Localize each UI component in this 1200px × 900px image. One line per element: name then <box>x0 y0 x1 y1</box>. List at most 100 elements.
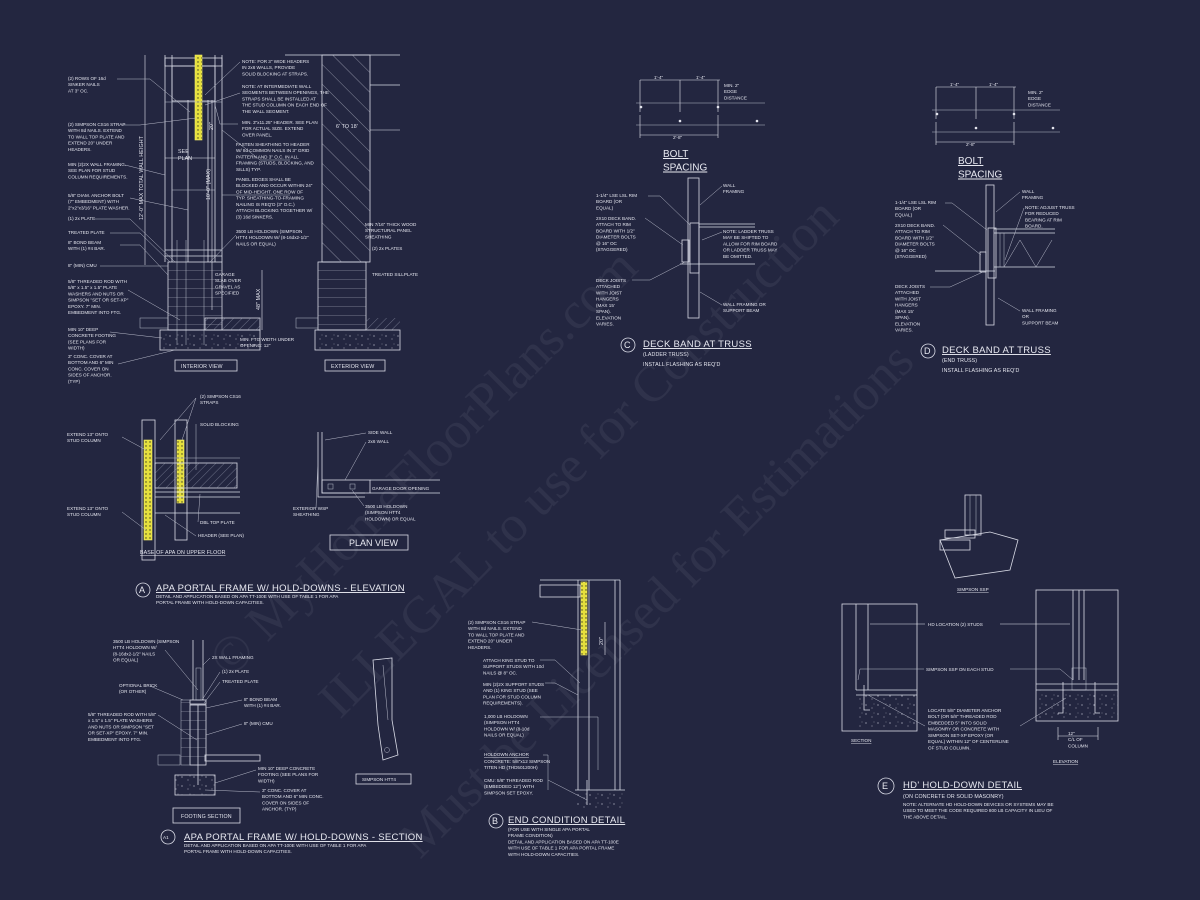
text-line: BEARING AT RIM <box>1025 217 1062 222</box>
text-line: WALL FRAMING <box>1022 308 1057 313</box>
detail-title: DECK BAND AT TRUSS <box>942 345 1051 356</box>
text-line: 2X WALL FRAMING <box>212 655 254 660</box>
text-line: FOR REDUCED <box>1025 211 1059 216</box>
text-line: FRAMING <box>723 189 745 194</box>
text-line: 1-1/4" LSE LSL RIM <box>596 193 637 198</box>
text-line: THE WALL SEGMENT. <box>242 109 289 114</box>
text-line: MIN 7/16" THICK WOOD <box>365 222 417 227</box>
detail-c-title: C DECK BAND AT TRUSS (LADDER TRUSS) INST… <box>620 337 752 368</box>
text-line: BOARD WITH 1/2" <box>596 228 635 233</box>
text-line: FOOTING (SEE PLANS FOR <box>258 772 319 777</box>
exterior-view-drawing: 6' TO 18' EXTERIOR VIEW MIN 7/16" THICK … <box>285 54 418 372</box>
text-line: DISTANCE <box>724 95 747 100</box>
detail-marker: A1 <box>163 835 169 840</box>
text-line: OPTIONAL BRICK <box>119 683 158 688</box>
text-line: WITH JOIST <box>895 296 921 301</box>
text-line: HOLDOWN) OR EQUAL <box>365 516 416 521</box>
callout-note: TREATED PLATE <box>222 679 259 684</box>
callout-note: TREATED SILLPLATE <box>372 272 418 277</box>
text-line: 12" <box>1068 731 1075 736</box>
text-line: EQUAL) WITHIN 12" OF CENTERLINE <box>928 739 1009 744</box>
text-line: SLAB OVER <box>215 278 242 283</box>
text-line: FRAME CONDITION) <box>508 833 553 838</box>
text-line: TREATED PLATE <box>68 230 105 235</box>
text-line: WITH (1) #4 BAR. <box>244 703 281 708</box>
text-line: 3500 LB HOLDOWN (SIMPSON <box>236 229 302 234</box>
text-line: NAILS OR EQUAL) <box>484 733 524 738</box>
text-line: SPAN). <box>596 309 611 314</box>
text-line: 8" BOND BEAM <box>244 697 277 702</box>
detail-subtitle: (ON CONCRETE OR SOLID MASONRY) <box>903 794 1004 800</box>
simpson-htt4-drawing: SIMPSON HTT4 <box>355 657 412 785</box>
detail-e-title: E HD' HOLD-DOWN DETAIL (ON CONCRETE OR S… <box>877 777 1054 819</box>
text-line: (3) 16d SINKERS. <box>236 214 273 219</box>
text-line: (1) 2x PLATE <box>68 216 95 221</box>
text-line: FOR ACTUAL SIZE. EXTEND <box>242 126 304 131</box>
dimension-label: 2'-8" <box>673 135 683 140</box>
interior-view-label: INTERIOR VIEW <box>181 364 223 370</box>
text-line: USED TO MEET THE CODE REQUIRED 800 LB CA… <box>903 808 1053 813</box>
text-line: SHEATHING <box>365 234 392 239</box>
dimension-label: 10'-0" (MAX) <box>206 169 212 200</box>
text-line: BOLT <box>958 156 983 167</box>
text-line: (STAGGERED) <box>895 254 927 259</box>
dimension-label: 1'-4" <box>989 82 999 87</box>
anchor-heading: HOLDOWN ANCHOR <box>484 752 530 757</box>
callout-note: 5/8" THREADED ROD WITH 5/8"x 1.5" x 1.5"… <box>88 712 157 742</box>
dimension-label: 1'-4" <box>696 75 706 80</box>
text-line: ATTACHED <box>895 290 920 295</box>
text-line: (2) SIMPSON CS16 STRAP <box>68 122 125 127</box>
text-line: DIAMETER BOLTS <box>895 242 935 247</box>
text-line: SHEATHING <box>293 512 320 517</box>
text-line: 5/8" DIAM. ANCHOR BOLT <box>68 193 124 198</box>
text-line: SIMPSON SET EPOXY. <box>484 790 533 795</box>
text-line: SIMPSON SET-XP EPOXY (OR <box>928 733 994 738</box>
text-line: STRAPS SHALL BE INSTALLED AT <box>242 96 316 101</box>
text-line: STRUCTURAL PANEL <box>365 228 412 233</box>
text-line: OPENING: 12" <box>240 343 271 348</box>
text-line: STUD COLUMN <box>67 512 101 517</box>
text-line: TREATED PLATE <box>222 679 259 684</box>
text-line: LOCATE 5/8" DIAMETER ANCHOR <box>928 708 1002 713</box>
text-line: OF MID-HEIGHT. ONE ROW OF <box>236 189 303 194</box>
text-line: EXTEND 13" ONTO <box>67 432 109 437</box>
text-line: 3500 LB HOLDOWN <box>365 504 407 509</box>
detail-title: DECK BAND AT TRUSS <box>643 339 752 350</box>
callout-note: MIN (2)2X WALL FRAMING.SEE PLAN FOR STUD… <box>68 162 127 179</box>
simpson-ssp-drawing: SIMPSON SSP <box>939 494 1019 592</box>
text-line: PORTAL FRAME WITH HOLD-DOWN CAPACITIES. <box>184 849 292 854</box>
text-line: EXTERIOR WSP <box>293 506 328 511</box>
text-line: CONC. COVER ON <box>68 366 109 371</box>
text-line: OVER PANEL. <box>242 132 272 137</box>
text-line: HOLDOWN W/ (8-10d <box>484 726 530 731</box>
text-line: (FOR USE WITH SINGLE APA PORTAL <box>508 827 590 832</box>
text-line: (2) SIMPSON CS16 <box>200 394 241 399</box>
callout-note: SIMPSON SSP ON EACH STUD <box>926 667 994 672</box>
callout-note: TREATED PLATE <box>68 230 105 235</box>
detail-marker: B <box>492 816 498 826</box>
text-line: THE STUD COLUMN ON EACH END OF <box>242 103 327 108</box>
text-line: ATTACH KING STUD TO <box>483 658 535 663</box>
text-line: @ 16" OC <box>596 241 618 246</box>
text-line: EMBEDMENT INTO FTG. <box>88 737 141 742</box>
callout-note: 5/8" DIAM. ANCHOR BOLT(7" EMBEDMENT) WIT… <box>68 193 130 210</box>
text-line: MIN 10" DEEP <box>68 327 98 332</box>
text-line: C/L OF <box>1068 737 1083 742</box>
dimension-label: 6' TO 18' <box>336 124 358 130</box>
